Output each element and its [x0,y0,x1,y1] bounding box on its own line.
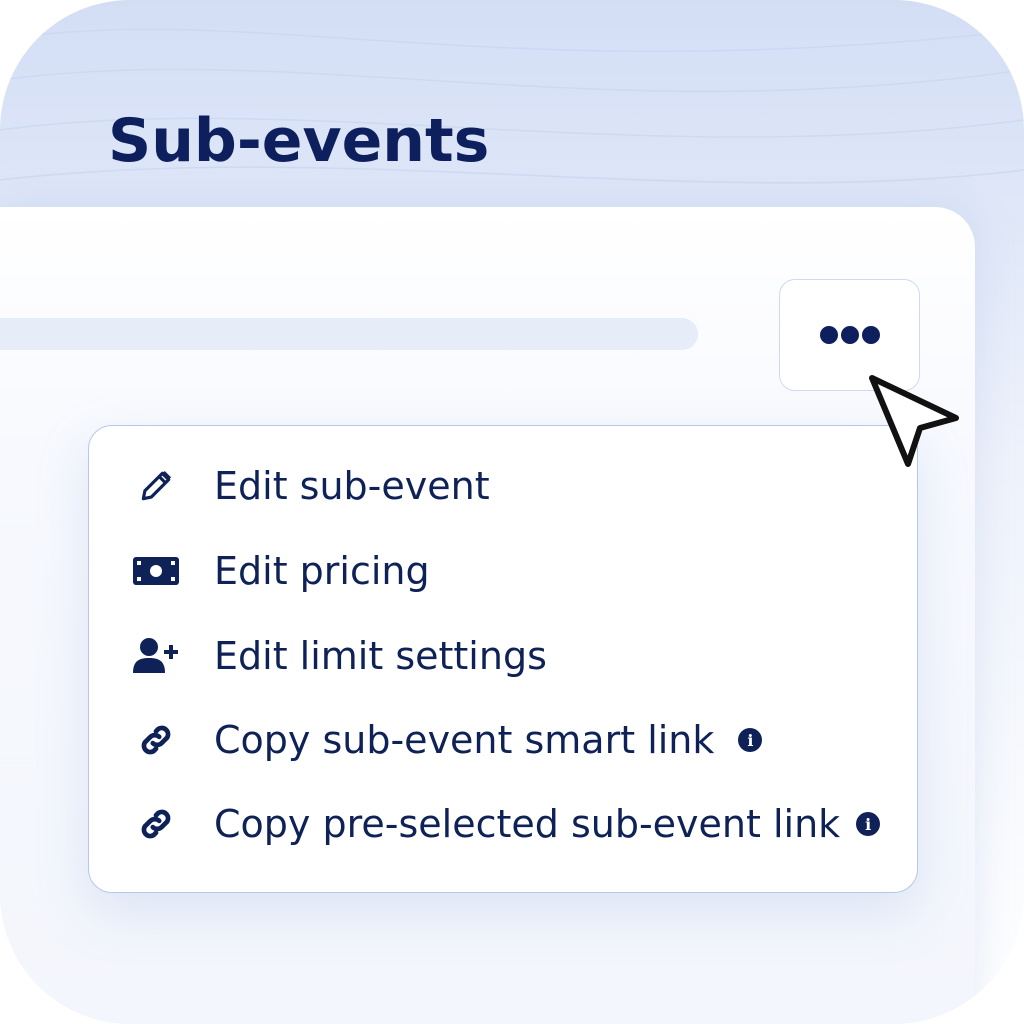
more-horizontal-icon [861,326,880,344]
background-waves [0,28,1024,184]
menu-item-text: Copy pre-selected sub-event link [214,802,841,846]
menu-item-copy-smart-link[interactable]: Copy sub-event smart link i [89,710,917,770]
menu-item-label: Edit pricing [214,549,430,593]
placeholder-bar [0,318,698,350]
menu-item-edit-pricing[interactable]: Edit pricing [89,541,917,601]
menu-item-label: Edit limit settings [214,634,547,678]
menu-item-text: Copy sub-event smart link [214,718,715,762]
more-options-button[interactable] [779,279,920,391]
info-icon[interactable]: i [738,728,763,752]
menu-item-edit-sub-event[interactable]: Edit sub-event [89,456,917,516]
mouse-pointer-icon [869,375,959,467]
pencil-icon [133,466,179,506]
menu-item-edit-limit-settings[interactable]: Edit limit settings [89,626,917,686]
more-horizontal-icon [840,326,859,344]
dropdown-menu: Edit sub-event Edit pricing Edit limit s… [88,425,918,893]
menu-item-copy-preselected-link[interactable]: Copy pre-selected sub-event link i [89,794,917,854]
menu-item-label: Copy pre-selected sub-event link i [214,802,881,846]
more-horizontal-icon [819,326,838,344]
link-icon [133,804,179,844]
link-icon [133,720,179,760]
user-plus-icon [133,636,179,676]
menu-item-label: Edit sub-event [214,464,490,508]
menu-item-label: Copy sub-event smart link i [214,718,763,762]
page-title: Sub-events [108,106,490,176]
info-icon[interactable]: i [856,812,881,836]
money-bill-icon [133,551,179,591]
